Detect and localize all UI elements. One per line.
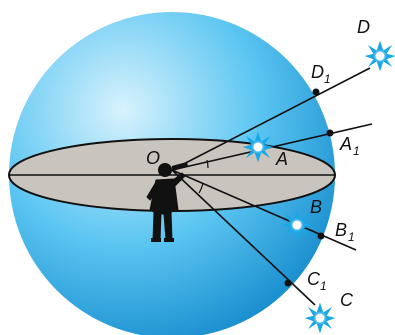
label-a1: A <box>339 134 352 154</box>
star-d-icon <box>364 40 395 72</box>
point-c1 <box>284 279 292 287</box>
label-c1: C <box>307 269 321 289</box>
label-d: D <box>357 17 370 37</box>
point-a1 <box>326 129 334 137</box>
sphere-points <box>284 88 334 287</box>
label-d1-sub: 1 <box>324 72 331 86</box>
point-b1 <box>317 232 325 240</box>
label-d1: D <box>311 62 324 82</box>
label-a: A <box>275 149 288 169</box>
angle-arc-a <box>206 159 209 169</box>
label-b1: B <box>335 220 347 240</box>
star-c-icon <box>304 302 336 334</box>
observer-icon <box>146 162 188 242</box>
label-b: B <box>310 197 322 217</box>
label-a1-sub: 1 <box>353 144 360 158</box>
label-c: C <box>340 290 354 310</box>
label-o: O <box>146 148 160 168</box>
angle-arc-b <box>198 182 204 194</box>
label-c1-sub: 1 <box>320 279 327 293</box>
sight-line-d <box>171 67 371 171</box>
label-b1-sub: 1 <box>348 230 355 244</box>
point-d1 <box>312 88 320 96</box>
